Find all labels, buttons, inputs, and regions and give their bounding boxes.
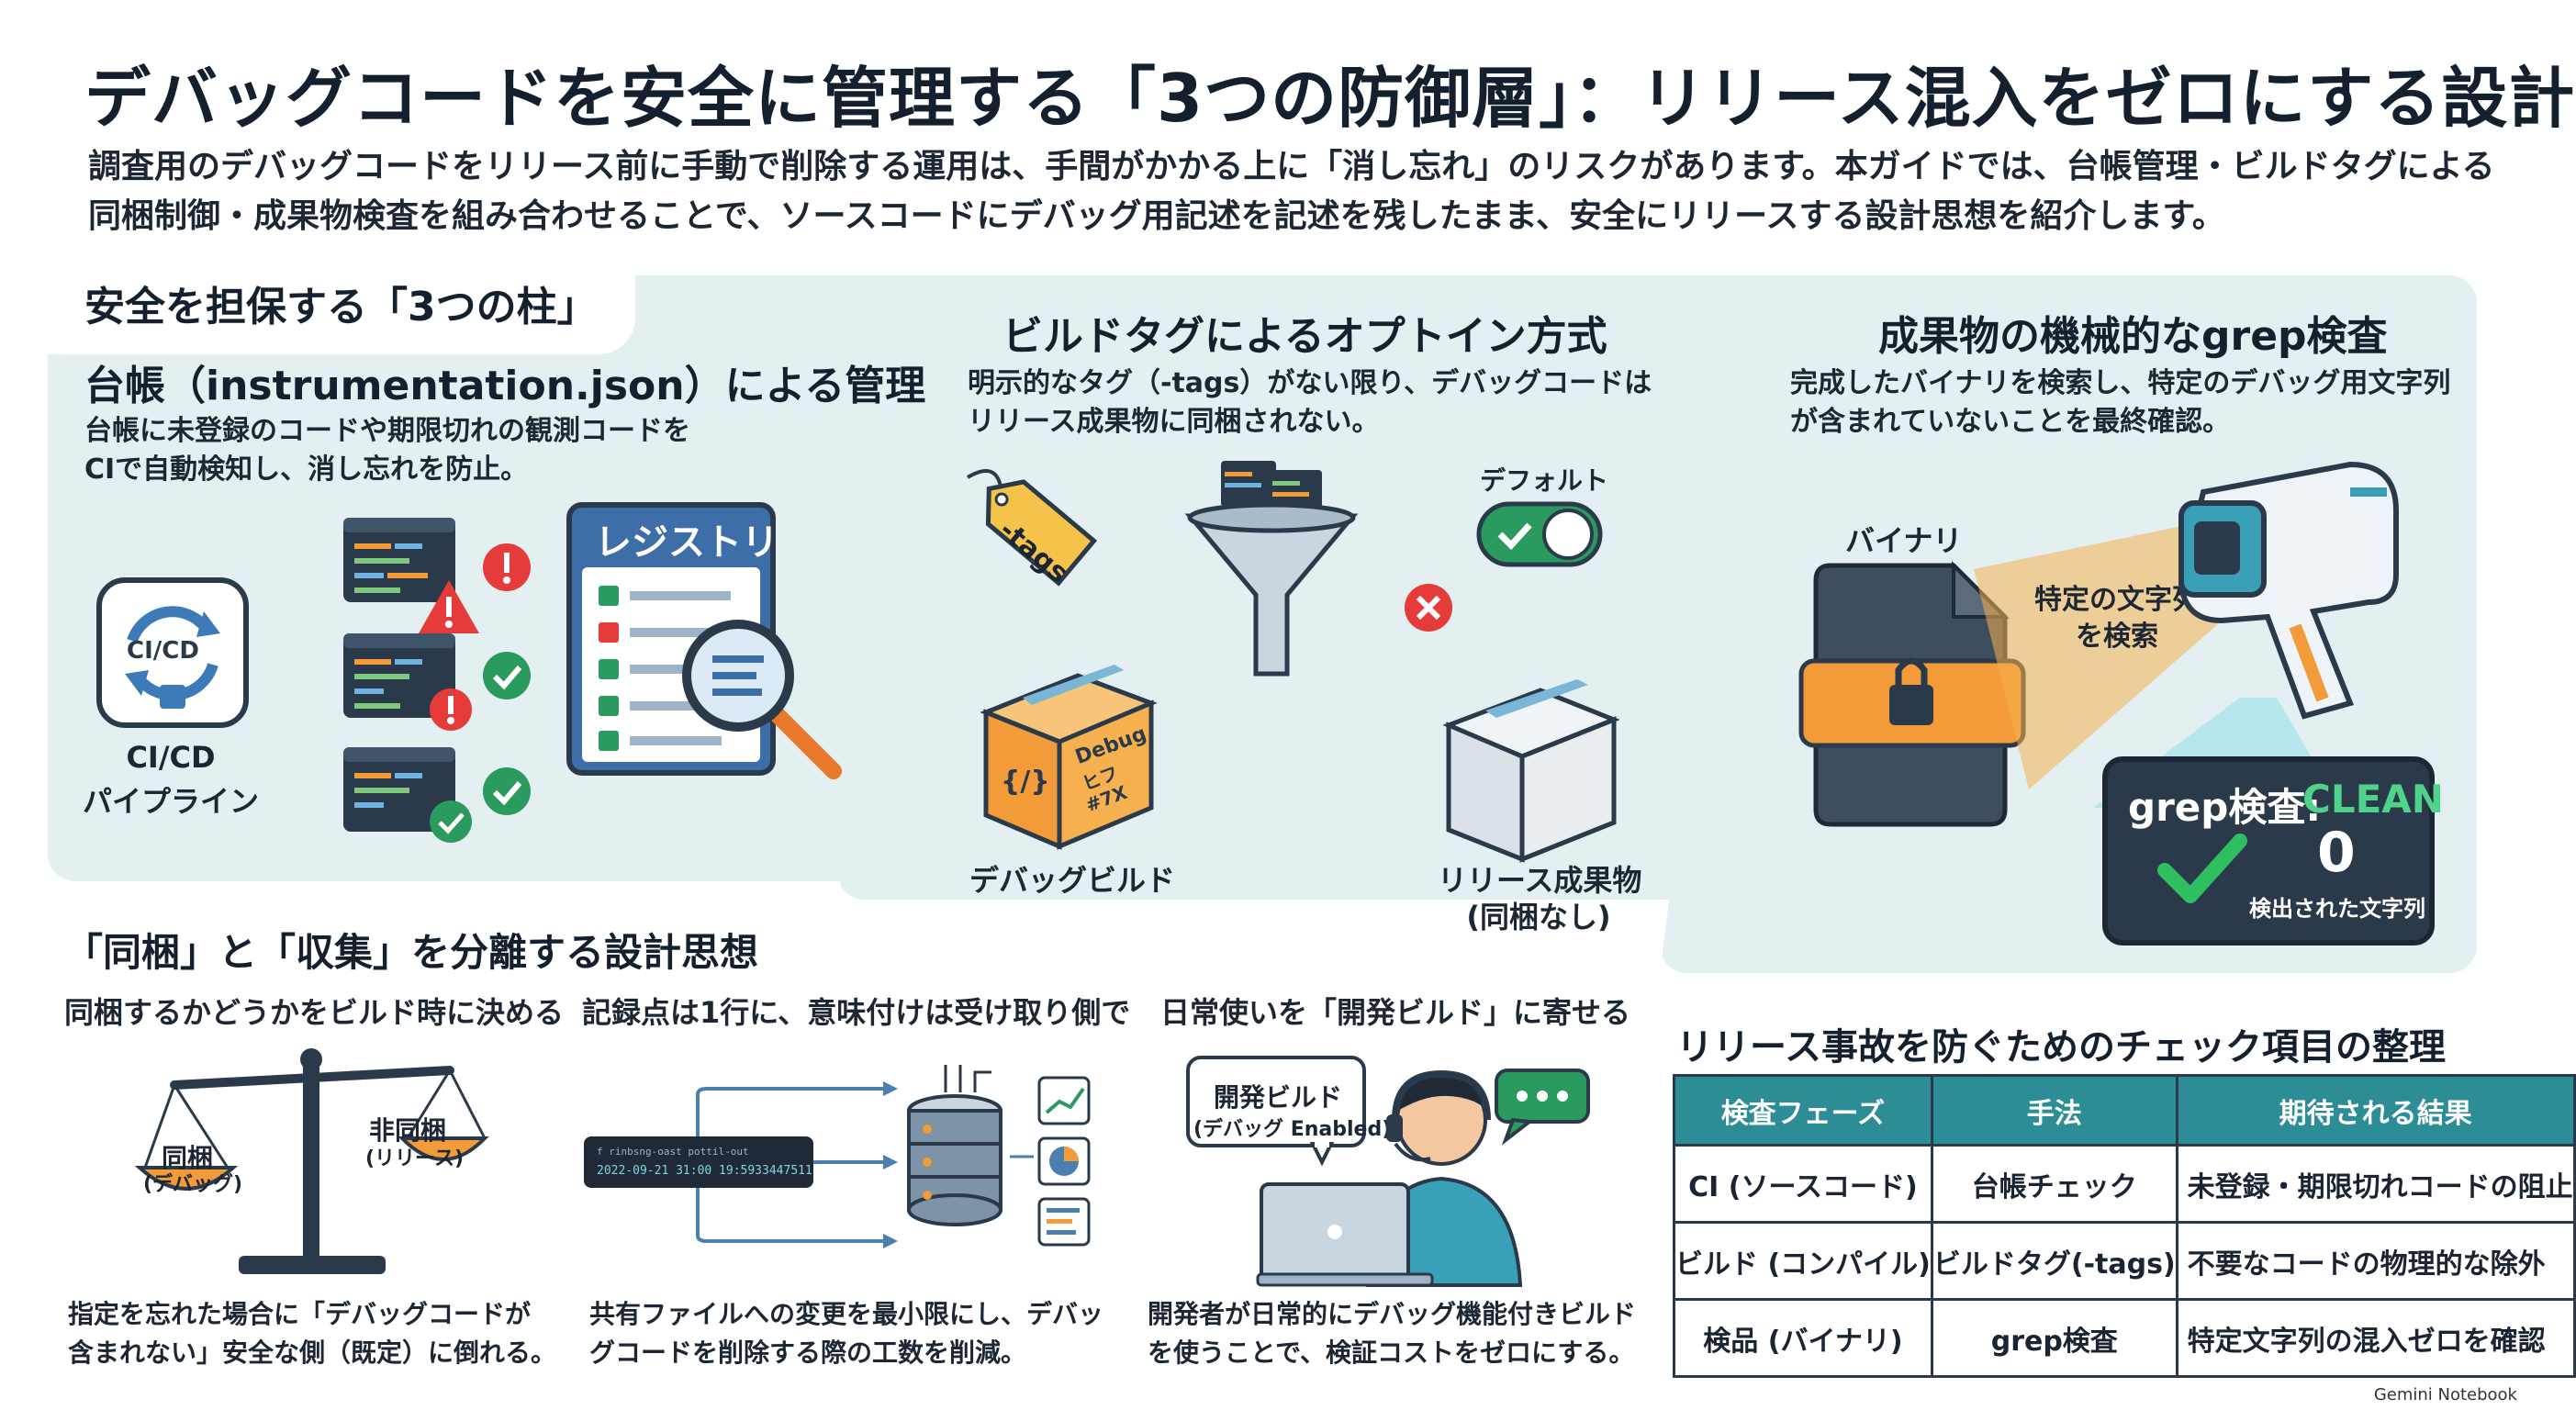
debug-build-label: デバッグビルド: [969, 863, 1176, 898]
checklist-title: リリース事故を防ぐためのチェック項目の整理: [1676, 1026, 2446, 1069]
intro-text-line-2: 同梱制御・成果物検査を組み合わせることで、ソースコードにデバッグ用記述を記述を残…: [88, 197, 2225, 235]
philosophy-section-title: 「同梱」と「収集」を分離する設計思想: [64, 930, 759, 975]
right-pan-line-2: (リリース): [365, 1147, 465, 1170]
release-label-line-1: リリース成果物: [1438, 863, 1642, 898]
release-label-line-2: (同梱なし): [1466, 900, 1611, 934]
table-header-cell: 期待される結果: [2175, 1074, 2576, 1147]
bubble-line-1: 開発ビルド: [1214, 1082, 1343, 1113]
col3-foot-line-2: を使うことで、検証コストをゼロにする。: [1148, 1337, 1635, 1368]
default-label: デフォルト: [1480, 465, 1609, 496]
grep-result-label: grep検査:: [2128, 785, 2322, 830]
build-tag-title: ビルドタグによるオプトイン方式: [1002, 313, 1607, 360]
table-row: 検品 (バイナリ) grep検査 特定文字列の混入ゼロを確認: [1673, 1298, 2576, 1378]
registry-title: レジストリ: [595, 521, 778, 564]
speech-bubble: [1184, 1054, 1368, 1167]
warning-triangle-icon: [417, 578, 481, 635]
debug-box-icon: [977, 657, 1160, 850]
grep-title: 成果物の機械的なgrep検査: [1878, 313, 2388, 360]
table-cell: CI (ソースコード): [1673, 1144, 1933, 1224]
cicd-label-line-2: パイプライン: [82, 784, 259, 819]
right-pan-line-1: 非同梱: [369, 1115, 447, 1146]
checkmark-icon: [2157, 832, 2247, 905]
table-cell: grep検査: [1930, 1298, 2178, 1378]
cicd-label-line-1: CI/CD: [126, 740, 216, 775]
beam-label-line-1: 特定の文字列: [2034, 584, 2200, 616]
table-row: ビルド (コンパイル) ビルドタグ(-tags) 不要なコードの物理的な除外: [1673, 1221, 2576, 1301]
table-cell: 検品 (バイナリ): [1673, 1298, 1933, 1378]
watermark: Gemini Notebook: [2373, 1385, 2517, 1404]
col2-heading: 記録点は1行に、意味付けは受け取り側で: [582, 995, 1131, 1030]
ledger-desc-line-2: CIで自動検知し、消し忘れを防止。: [84, 453, 529, 486]
page-title: デバッグコードを安全に管理する「3つの防御層」：リリース混入をゼロにする設計: [84, 60, 2576, 137]
log-line-2: 2022-09-21 31:00 19:5933447511: [597, 1164, 812, 1178]
panel-tab-cutout: [48, 272, 635, 354]
data-flow-diagram: [679, 1056, 1120, 1285]
col3-foot-line-1: 開発者が日常的にデバッグ機能付きビルド: [1148, 1299, 1637, 1329]
debug-box-code: {/}: [1001, 766, 1050, 798]
barcode-scanner-icon: [2167, 455, 2414, 722]
default-toggle[interactable]: [1476, 501, 1603, 567]
bubble-line-2: (デバッグ Enabled): [1193, 1118, 1392, 1141]
col3-heading: 日常使いを「開発ビルド」に寄せる: [1160, 995, 1631, 1030]
log-line-1: f rinbsng-oast pottil-out: [597, 1146, 749, 1158]
release-box-icon: [1439, 679, 1623, 863]
table-cell: ビルドタグ(-tags): [1930, 1221, 2178, 1301]
table-row: CI (ソースコード) 台帳チェック 未登録・期限切れコードの阻止: [1673, 1144, 2576, 1224]
developer-illustration: [1256, 1056, 1597, 1287]
table-cell: 不要なコードの物理的な除外: [2175, 1221, 2576, 1301]
pillars-section-title: 安全を担保する「3つの柱」: [84, 284, 598, 330]
table-cell: 未登録・期限切れコードの阻止: [2175, 1144, 2576, 1224]
funnel-icon: [1184, 457, 1359, 687]
check-circle-icon: [481, 766, 532, 817]
table-cell: ビルド (コンパイル): [1673, 1221, 1933, 1301]
log-line-panel: [584, 1136, 813, 1188]
cicd-icon: [95, 576, 250, 729]
intro-text-line-1: 調査用のデバッグコードをリリース前に手動で削除する運用は、手間がかかる上に「消し…: [88, 148, 2495, 185]
binary-file-icon: [1798, 561, 2027, 828]
build-tag-desc-line-2: リリース成果物に同梱されない。: [968, 406, 1380, 438]
left-pan-line-2: (デバッグ): [143, 1173, 243, 1196]
check-circle-icon: [428, 799, 474, 845]
checklist-table: 検査フェーズ 手法 期待される結果 CI (ソースコード) 台帳チェック 未登録…: [1673, 1074, 2576, 1378]
table-header-cell: 手法: [1930, 1074, 2178, 1147]
left-pan-line-1: 同梱: [162, 1143, 214, 1173]
code-window-stack: [340, 514, 551, 845]
cicd-icon-text: CI/CD: [127, 637, 199, 665]
grep-result-count: 0: [2317, 821, 2356, 885]
grep-result-card: [2102, 756, 2435, 946]
col2-foot-line-2: グコードを削除する際の工数を削減。: [589, 1337, 1027, 1368]
grep-desc-line-2: が含まれていないことを最終確認。: [1790, 406, 2231, 438]
table-cell: 台帳チェック: [1930, 1144, 2178, 1224]
table-cell: 特定文字列の混入ゼロを確認: [2175, 1298, 2576, 1378]
x-circle-icon: [1401, 580, 1456, 635]
binary-label: バイナリ: [1845, 523, 1963, 558]
alert-circle-icon: [428, 687, 474, 733]
grep-result-caption: 検出された文字列: [2249, 896, 2425, 922]
table-header-row: 検査フェーズ 手法 期待される結果: [1673, 1074, 2576, 1147]
check-circle-icon: [481, 650, 532, 701]
alert-circle-icon: [481, 542, 532, 593]
ledger-desc-line-1: 台帳に未登録のコードや期限切れの観測コードを: [84, 415, 690, 447]
beam-label-line-2: を検索: [2076, 621, 2158, 653]
grep-result-status: CLEAN: [2302, 777, 2444, 822]
col1-foot-line-1: 指定を忘れた場合に「デバッグコードが: [68, 1299, 532, 1329]
tag-icon: [958, 459, 1114, 597]
col1-foot-line-2: 含まれない」安全な側（既定）に倒れる。: [68, 1337, 557, 1368]
col1-heading: 同梱するかどうかをビルド時に決める: [64, 995, 565, 1030]
grep-desc-line-1: 完成したバイナリを検索し、特定のデバッグ用文字列: [1790, 367, 2451, 399]
ledger-title: 台帳（instrumentation.json）による管理: [84, 363, 926, 409]
table-header-cell: 検査フェーズ: [1673, 1074, 1933, 1147]
col2-foot-line-1: 共有ファイルへの変更を最小限にし、デバッ: [589, 1299, 1104, 1329]
balance-scale-icon: [134, 1037, 489, 1285]
build-tag-desc-line-1: 明示的なタグ（-tags）がない限り、デバッグコードは: [968, 367, 1652, 399]
magnifier-icon: [679, 617, 845, 782]
